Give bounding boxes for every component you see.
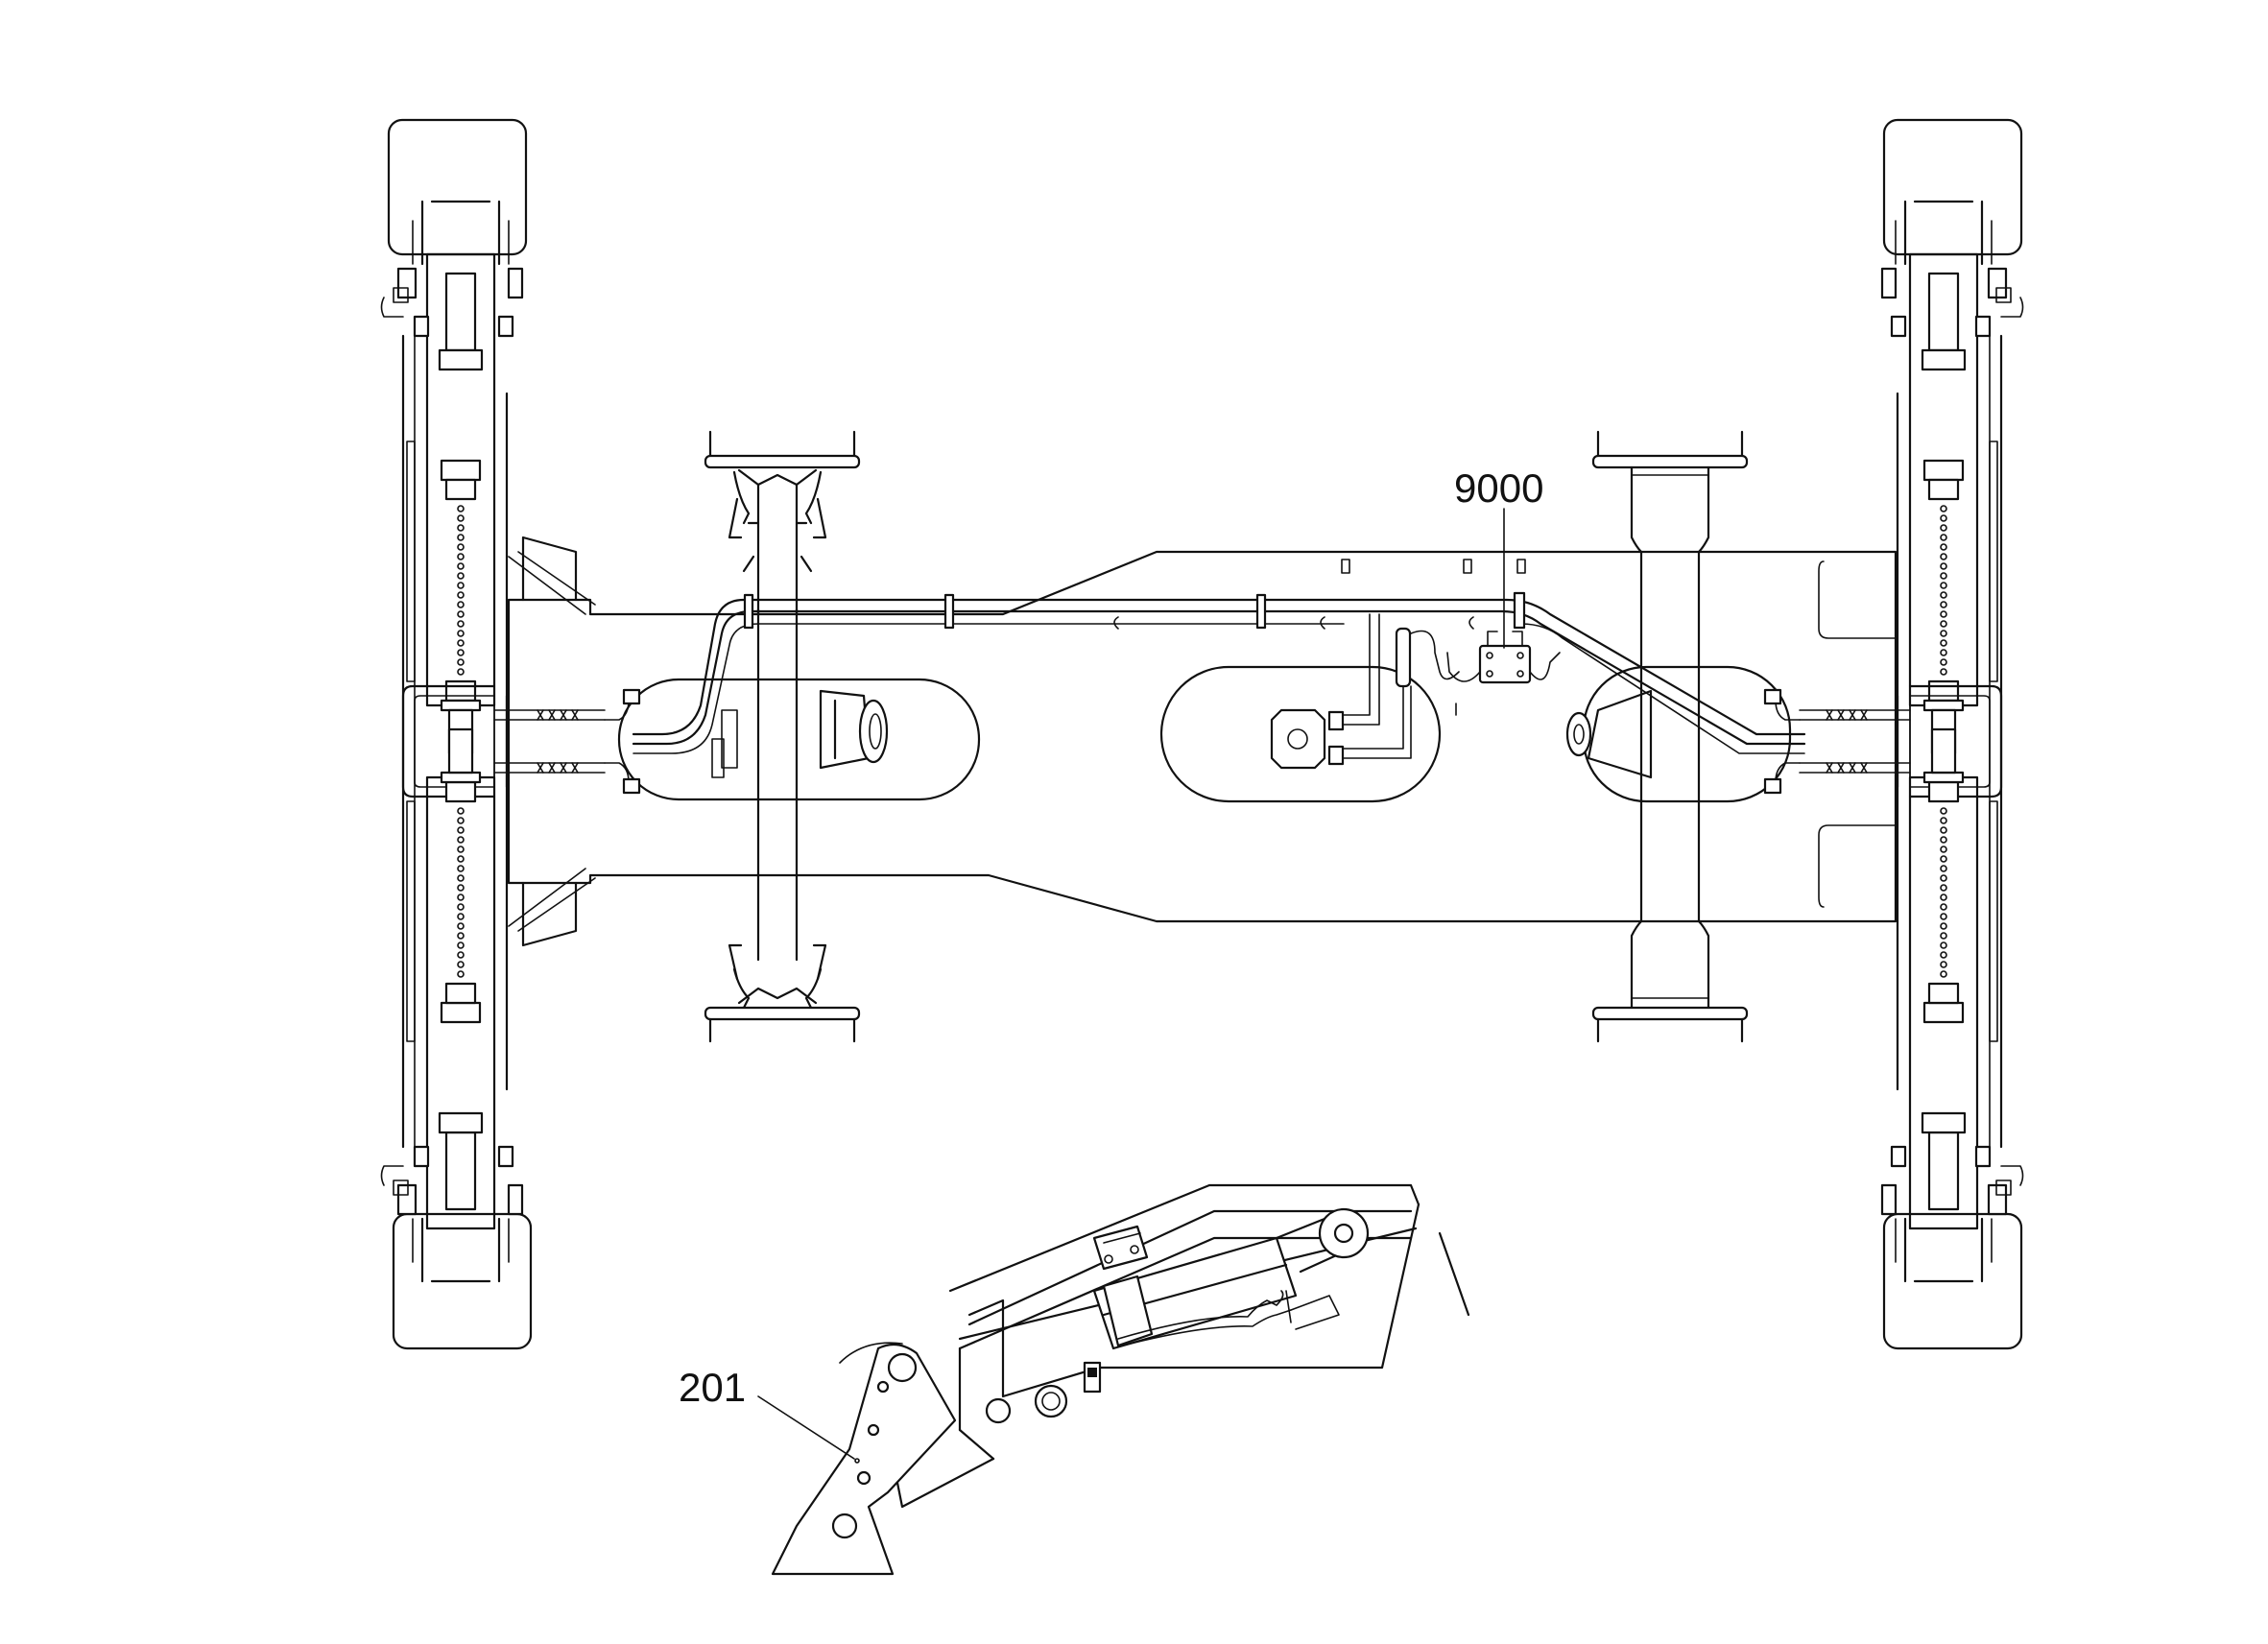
outrigger-quarter [1763, 684, 2024, 1283]
rear-axle [704, 430, 889, 1043]
frame-window-center [1159, 665, 1442, 803]
hydraulic-lines [632, 591, 1806, 770]
leader-line-201 [757, 1395, 855, 1460]
outrigger-quarter [380, 200, 641, 798]
callout-201: 201 [679, 1365, 747, 1410]
chassis-frame [507, 536, 1898, 947]
leader-dot-201 [854, 1458, 860, 1464]
outrigger-beams [380, 200, 2024, 1283]
detail-view-outrigger-mount [771, 1183, 1470, 1576]
frame-window-rear [617, 678, 981, 801]
front-axle [1565, 430, 1749, 1043]
callout-9000: 9000 [1454, 465, 1544, 511]
outrigger-quarter [1763, 200, 2024, 798]
outrigger-quarter [380, 684, 641, 1283]
